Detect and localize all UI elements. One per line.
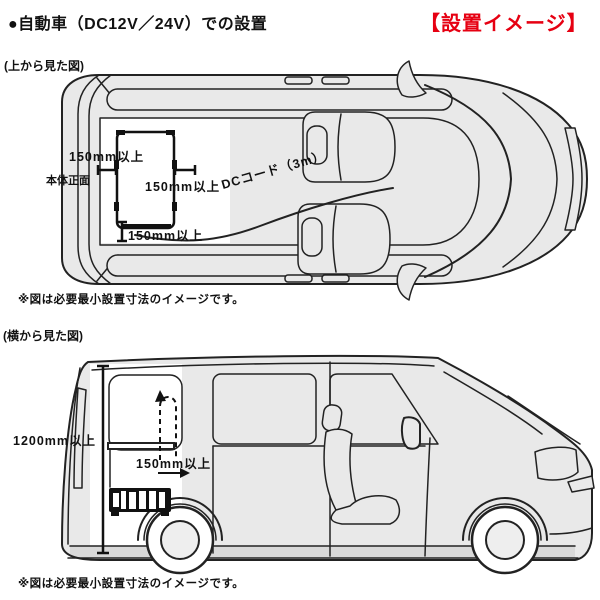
sliding-door-window: [212, 373, 317, 445]
cooler-unit-top: [114, 130, 177, 230]
front-seat-right: [297, 203, 391, 275]
side-view-note: ※図は必要最小設置寸法のイメージです。: [18, 578, 245, 590]
side-mirror: [400, 416, 421, 450]
clearance-bottom-label: 150mm以上: [128, 229, 204, 243]
dimension-line-1200mm: [97, 364, 109, 555]
car-top-view-illustration: [61, 60, 588, 301]
clearance-marker-left: [96, 165, 118, 175]
top-view-note: ※図は必要最小設置寸法のイメージです。: [18, 294, 245, 306]
side-view-caption: (横から見た図): [3, 329, 83, 343]
clearance-marker-right: [173, 165, 197, 175]
door-handles: [284, 76, 350, 283]
clearance-side-label: 150mm以上: [136, 457, 212, 471]
side-mirror-top: [396, 60, 427, 98]
cooler-unit-side: [109, 488, 171, 516]
roof-rail-top: [106, 88, 453, 111]
clearance-marker-bottom: [117, 220, 127, 243]
headlight: [534, 446, 579, 481]
dc-cord-line: [134, 187, 394, 242]
page-title: ●自動車（DC12V／24V）での設置: [8, 16, 268, 33]
unit-front-label: 本体正面: [46, 175, 90, 187]
clearance-arrow-150mm: [158, 468, 190, 478]
airflow-arrow: [155, 390, 177, 460]
rear-wheel: [137, 497, 223, 575]
top-view-caption: (上から見た図): [4, 59, 84, 73]
clearance-top-label: 150mm以上: [69, 150, 145, 164]
shelf: [107, 442, 175, 488]
clearance-right-label: 150mm以上: [145, 180, 221, 194]
front-seat-left: [302, 111, 396, 183]
car-side-view-illustration: [61, 354, 595, 575]
side-mirror-bottom: [396, 263, 427, 301]
front-grille: [564, 127, 583, 231]
front-wheel: [462, 497, 548, 575]
driver-seat: [321, 404, 401, 525]
install-image-badge: 【設置イメージ】: [420, 13, 588, 35]
clearance-height-label: 1200mm以上: [13, 434, 97, 448]
